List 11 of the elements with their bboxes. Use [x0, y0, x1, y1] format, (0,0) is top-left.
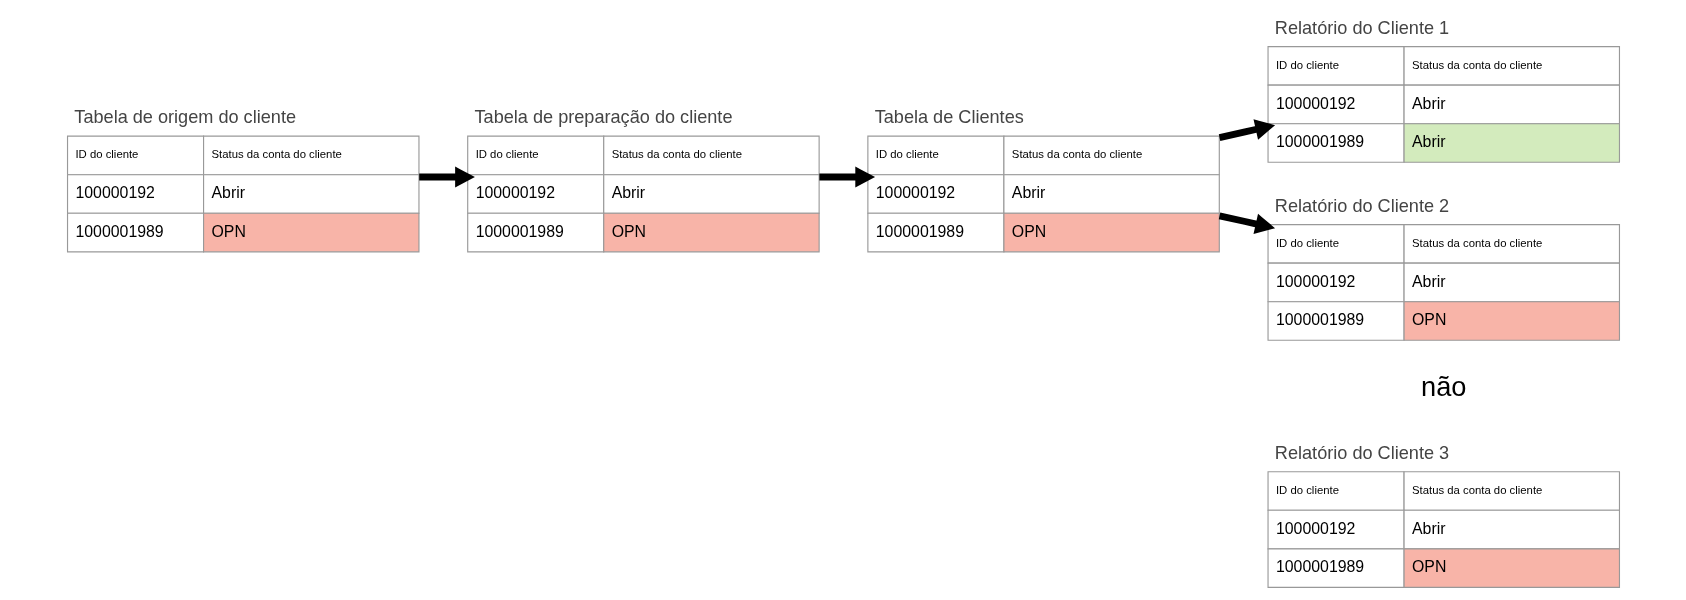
node-label: Tabela de Clientes [874, 107, 1024, 128]
node-label: Tabela de origem do cliente [73, 107, 296, 128]
label: não [1420, 371, 1466, 403]
node-text: Relatório do Cliente 3 ID do cliente Status da conta do cliente 100000192 Abrir 1000001989 OPN [1274, 443, 1542, 576]
arrow [418, 166, 475, 188]
node-text: Relatório do Cliente 1 ID do cliente Status da conta do cliente 100000192 Abrir 1000001989 Abrir [1274, 17, 1542, 151]
node-text: Relatório do Cliente 2 ID do cliente Status da conta do cliente 100000192 Abrir 1000001989 OPN [1274, 195, 1542, 329]
node-label: Tabela de preparação do cliente [474, 107, 732, 128]
arrow [1218, 119, 1275, 141]
arrow [1218, 212, 1275, 235]
arrow [818, 166, 875, 188]
